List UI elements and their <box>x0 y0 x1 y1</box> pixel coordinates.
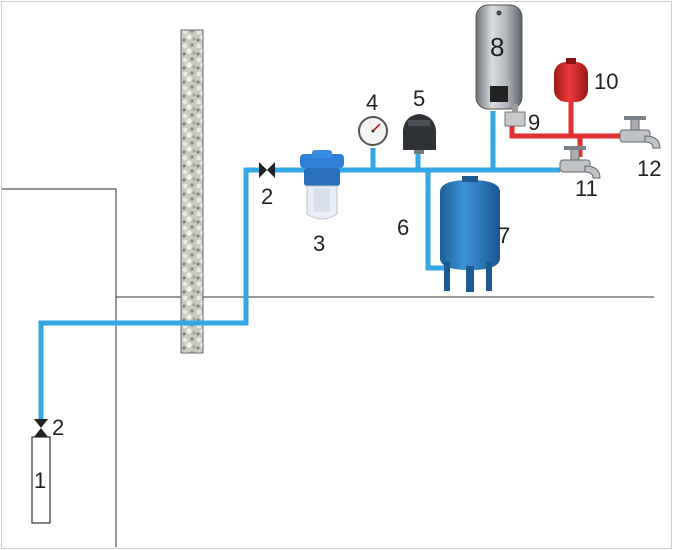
label-pressure-switch: 5 <box>413 86 425 111</box>
water-heater <box>475 4 523 110</box>
pressure-switch <box>403 114 436 154</box>
cold-tap-icon <box>559 146 601 179</box>
well-valve-icon <box>34 419 48 437</box>
label-inlet-valve: 2 <box>261 184 273 209</box>
label-hot-tap: 12 <box>637 156 661 181</box>
label-filter: 3 <box>313 231 325 256</box>
pressure-gauge <box>358 116 388 146</box>
label-pump: 1 <box>34 468 46 493</box>
label-cold-tap: 11 <box>575 176 598 201</box>
water-filter <box>300 150 344 220</box>
label-well-valve: 2 <box>52 415 64 440</box>
hot-water-tank <box>554 58 588 102</box>
label-expansion-tank: 7 <box>498 223 510 248</box>
inlet-valve-icon <box>259 162 275 178</box>
stone-wall <box>180 29 204 354</box>
house-outline <box>2 188 117 547</box>
label-heater-valve: 9 <box>528 110 540 135</box>
label-bypass-pipe: 6 <box>397 215 409 240</box>
expansion-tank <box>440 176 500 292</box>
label-pressure-gauge: 4 <box>366 90 378 115</box>
hot-tap-icon <box>619 116 661 149</box>
label-water-heater: 8 <box>490 32 504 62</box>
heater-valve <box>504 104 526 127</box>
label-hot-tank: 10 <box>594 69 618 94</box>
